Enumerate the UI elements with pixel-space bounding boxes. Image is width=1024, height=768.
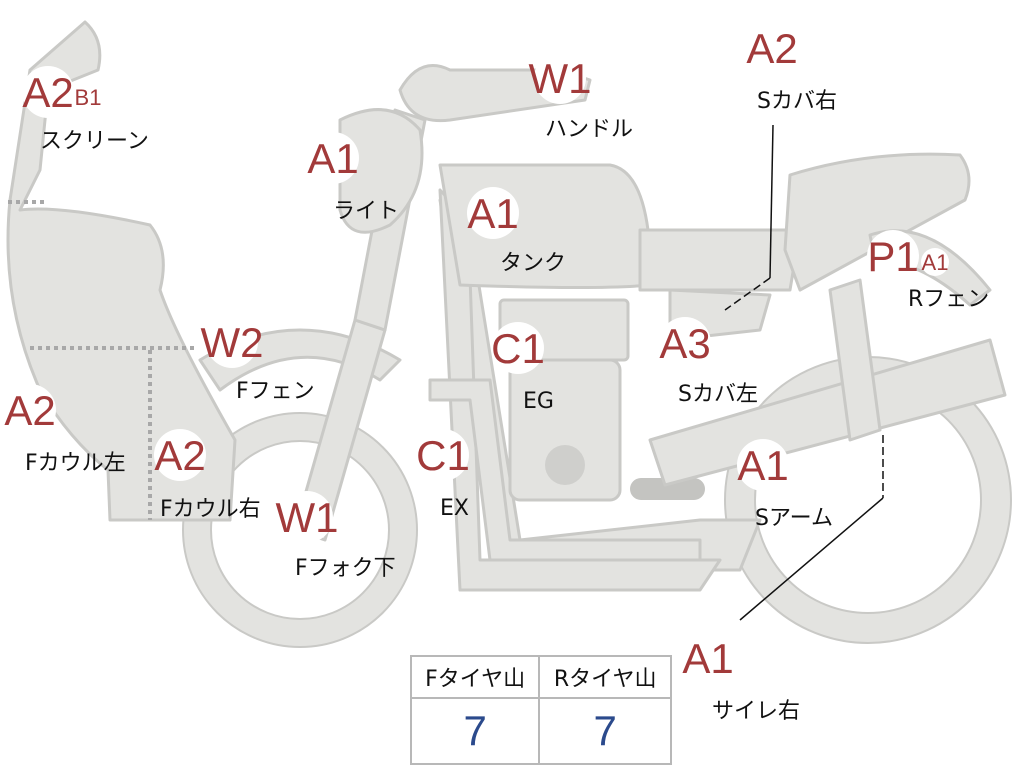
part-name: スクリーン xyxy=(40,129,149,154)
grade-badge xyxy=(467,187,519,239)
front-wheel xyxy=(183,413,417,647)
part-name: Fフェン xyxy=(236,379,315,404)
sub-grade-code: B1 xyxy=(75,85,102,110)
grade-code: A2 xyxy=(22,69,73,116)
grade-badge xyxy=(154,429,206,481)
grade-badge xyxy=(737,439,789,491)
grade-code: A1 xyxy=(307,135,358,182)
grade-code: A2 xyxy=(4,387,55,434)
grade-badge xyxy=(492,322,544,374)
grade-code: P1 xyxy=(867,233,918,280)
tire-tread-table: Fタイヤ山 Rタイヤ山 7 7 xyxy=(409,655,672,765)
part-label-tank: A1 タンク xyxy=(467,187,566,276)
part-name: Fカウル左 xyxy=(25,451,126,476)
part-name: ハンドル xyxy=(545,117,633,142)
part-name: Sカバ左 xyxy=(678,382,758,407)
grade-badge xyxy=(659,317,711,369)
sub-grade-badge xyxy=(74,83,102,111)
part-name: ライト xyxy=(333,199,399,224)
sub-grade-code: A1 xyxy=(922,250,949,275)
grade-badge xyxy=(307,132,359,184)
part-label-light: A1 ライト xyxy=(307,132,399,224)
swing-arm xyxy=(648,338,1007,487)
part-name: サイレ右 xyxy=(712,699,800,724)
grade-badge xyxy=(746,22,798,74)
grade-badge xyxy=(4,384,56,436)
seat xyxy=(638,228,802,292)
part-name: EX xyxy=(440,496,469,521)
grade-code: A1 xyxy=(682,635,733,682)
rear-tire-header: Rタイヤ山 xyxy=(538,655,672,699)
part-name: Fフォク下 xyxy=(295,556,396,581)
grade-code: W1 xyxy=(276,494,339,541)
part-name: EG xyxy=(523,389,554,414)
grade-badge xyxy=(22,66,74,118)
grade-code: W1 xyxy=(529,55,592,102)
rear-tire-value: 7 xyxy=(538,697,672,765)
exhaust-pipe xyxy=(428,378,702,562)
part-name: タンク xyxy=(500,251,566,276)
grade-code: A1 xyxy=(467,190,518,237)
grade-code: A2 xyxy=(154,432,205,479)
grade-badge xyxy=(281,491,333,543)
grade-badge xyxy=(534,52,586,104)
part-name: Sアーム xyxy=(755,506,833,531)
part-label-silencer-r: A1 サイレ右 xyxy=(682,632,800,724)
grade-badge xyxy=(682,632,734,684)
front-tire-header: Fタイヤ山 xyxy=(409,655,541,699)
grade-code: A1 xyxy=(737,442,788,489)
front-tire-value: 7 xyxy=(409,697,541,765)
part-name: Fカウル右 xyxy=(160,497,261,522)
part-name: Sカバ右 xyxy=(757,89,837,114)
panel-divisions xyxy=(8,200,195,520)
grade-badge xyxy=(417,429,469,481)
grade-code: C1 xyxy=(416,432,470,479)
headlight xyxy=(338,108,424,234)
front-cowl xyxy=(6,20,237,522)
grade-code: A2 xyxy=(746,25,797,72)
part-label-handle: W1 ハンドル xyxy=(529,52,633,142)
leader-lines xyxy=(724,124,884,621)
grade-code: W2 xyxy=(201,319,264,366)
part-name: Rフェン xyxy=(908,287,989,312)
grade-badge xyxy=(867,230,919,282)
grade-code: C1 xyxy=(491,325,545,372)
sub-grade-badge xyxy=(921,248,949,276)
grade-code: A3 xyxy=(659,320,710,367)
grade-badge xyxy=(206,316,258,368)
